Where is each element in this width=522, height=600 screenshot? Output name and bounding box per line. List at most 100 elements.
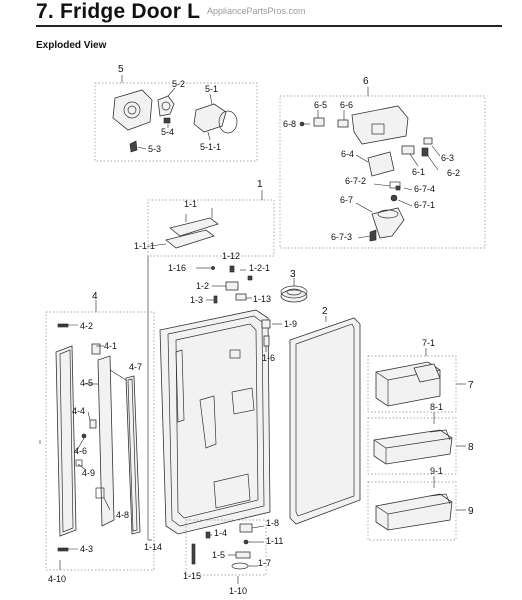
part-8-bin [373,429,453,465]
label-4-10: 4-10 [48,574,66,584]
label-1-2-1: 1-2-1 [249,263,270,273]
title-rule [36,25,502,27]
label-6-8: 6-8 [283,119,296,129]
part-4-3 [57,547,69,552]
label-5-2: 5-2 [172,79,185,89]
part-6-1 [401,145,415,155]
part-3 [280,278,308,303]
label-6: 6 [363,76,369,87]
part-4-8 [95,487,105,499]
assembly-5-frame [94,82,258,162]
label-1-13: 1-13 [253,294,271,304]
part-6-3 [423,137,433,145]
label-5: 5 [118,64,124,75]
part-1-2 [225,281,239,291]
label-6-6: 6-6 [340,100,353,110]
part-4-6 [81,433,87,439]
part-5-4 [163,117,171,124]
part-1-2-1 [247,275,253,281]
assembly-9 [367,476,466,541]
part-6-7-4 [395,185,401,191]
label-4-7: 4-7 [129,362,142,372]
label-1-1-1: 1-1-1 [134,241,155,251]
section-subtitle: Exploded View [36,40,107,51]
assembly-6 [279,87,486,249]
label-6-4: 6-4 [341,149,354,159]
part-1-12 [229,265,235,273]
part-1-7 [231,562,249,570]
part-6-housing [351,105,409,145]
label-1-15: 1-15 [183,571,201,581]
part-1-5 [235,551,251,559]
label-5-1-1: 5-1-1 [200,142,221,152]
part-1-13 [235,293,247,301]
label-1-11: 1-11 [266,536,283,546]
label-9: 9 [468,506,474,517]
part-1-8 [239,523,253,533]
assembly-4 [39,300,155,571]
label-9-1: 9-1 [430,466,443,476]
label-4: 4 [92,291,98,302]
part-6-7-3 [369,229,377,242]
label-7-1: 7-1 [422,338,435,348]
label-1-4: 1-4 [214,528,227,538]
part-1-9 [261,319,271,329]
part-1-3 [213,295,218,304]
assembly-1-hinge-frame [185,519,267,576]
page-title: 7. Fridge Door L [36,0,201,23]
part-1-11 [243,539,249,545]
label-6-7-1: 6-7-1 [414,200,435,210]
part-4-5 [97,355,115,527]
label-5-4: 5-4 [161,127,174,137]
part-9-1 [429,493,451,505]
label-3: 3 [290,269,296,280]
assembly-7 [367,348,466,413]
watermark: AppliancePartsPros.com [207,6,306,16]
label-4-8: 4-8 [116,510,129,520]
assembly-8 [367,412,466,475]
part-4-1 [91,343,101,355]
part-5-1 [193,103,227,133]
part-5-1-ring [218,110,238,134]
label-4-3: 4-3 [80,544,93,554]
label-1-7: 1-7 [258,558,271,568]
part-6-4 [367,151,395,177]
label-5-3: 5-3 [148,144,161,154]
part-6-2 [421,147,429,157]
part-5-2 [157,95,175,117]
label-6-1: 6-1 [412,167,425,177]
label-1-12: 1-12 [222,251,240,261]
part-6-5 [313,117,325,127]
label-5-1: 5-1 [205,84,218,94]
part-6-6 [337,119,349,128]
label-6-7-2: 6-7-2 [345,176,366,186]
part-5-housing [112,89,153,131]
label-6-3: 6-3 [441,153,454,163]
label-7: 7 [468,380,474,391]
label-6-7: 6-7 [340,195,353,205]
label-6-7-4: 6-7-4 [414,184,435,194]
label-4-2: 4-2 [80,321,93,331]
label-1: 1 [257,179,263,190]
part-4-9 [75,459,83,467]
label-8-1: 8-1 [430,402,443,412]
label-4-1: 4-1 [104,341,117,351]
part-6-7-2 [389,181,401,189]
label-1-2: 1-2 [196,281,209,291]
label-1-14: 1-14 [144,542,162,552]
label-6-5: 6-5 [314,100,327,110]
part-1-1 [169,217,219,237]
assembly-4-frame [45,311,155,571]
label-1-5: 1-5 [212,550,225,560]
part-1-6 [263,335,270,347]
label-1-3: 1-3 [190,295,203,305]
part-1-4 [205,531,211,539]
part-5-3 [129,140,138,153]
part-2-gasket [289,316,361,525]
label-1-16: 1-16 [168,263,186,273]
label-8: 8 [468,442,474,453]
part-4-4 [89,419,97,429]
label-6-7-3: 6-7-3 [331,232,352,242]
label-1-8: 1-8 [266,518,279,528]
